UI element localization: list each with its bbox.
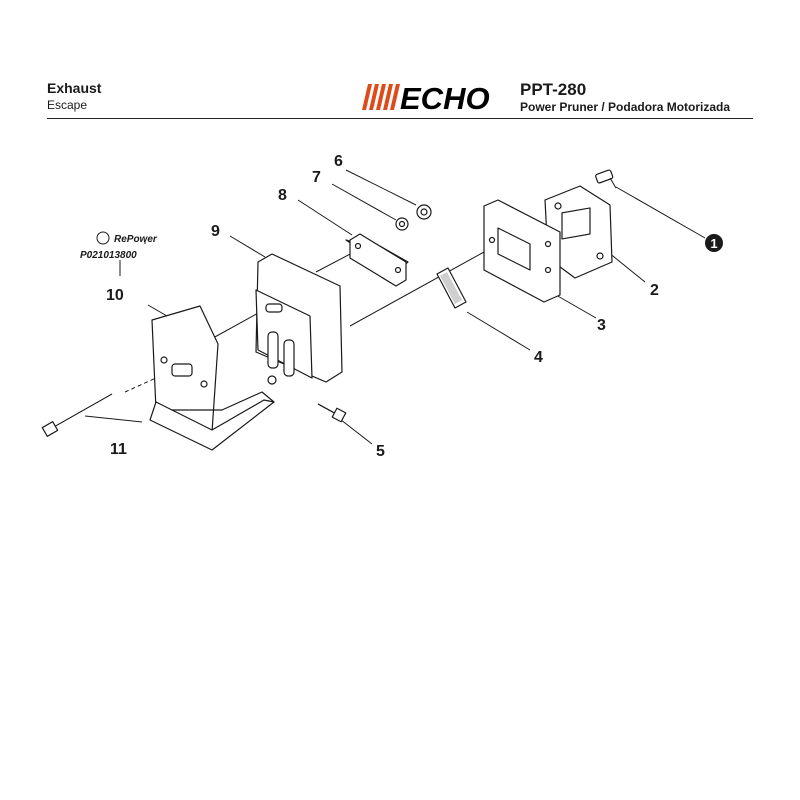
callout-11: 11 — [110, 441, 127, 458]
part-7-washer — [395, 217, 409, 231]
part-9-muffler — [255, 253, 343, 385]
callout-labels: 1 2 3 4 5 6 7 8 9 10 11 — [106, 153, 723, 460]
header-divider — [47, 118, 753, 119]
logo-wordmark: ECHO — [400, 82, 490, 112]
repower-badge-text: RePower — [114, 234, 158, 245]
callout-4: 4 — [534, 349, 543, 366]
section-title: Exhaust — [47, 80, 102, 96]
model-description: Power Pruner / Podadora Motorizada — [520, 100, 731, 114]
part-5-bolt — [317, 403, 347, 423]
callout-6: 6 — [334, 153, 343, 170]
part-4-screen — [436, 267, 467, 309]
part-2-gasket-plate — [544, 185, 613, 279]
part-6-nut — [416, 204, 432, 220]
repower-badge: RePower P021013800 — [80, 231, 158, 261]
part-1-screw — [595, 169, 617, 189]
part-11-bolt — [41, 393, 113, 437]
section-subtitle: Escape — [47, 98, 88, 112]
callout-3: 3 — [597, 317, 606, 334]
echo-logo: ECHO — [360, 81, 512, 116]
logo-stripes — [362, 84, 400, 110]
callout-2: 2 — [650, 282, 659, 299]
callout-1: 1 — [710, 236, 717, 251]
callout-10: 10 — [106, 287, 124, 304]
callout-8: 8 — [278, 187, 287, 204]
repower-part-number: P021013800 — [80, 250, 137, 261]
part-3-bracket — [483, 199, 561, 303]
part-8-plate — [345, 233, 409, 287]
part-10-heat-shield — [149, 305, 275, 451]
callout-1-marker — [705, 234, 723, 252]
callout-9: 9 — [211, 223, 220, 240]
callout-5: 5 — [376, 443, 385, 460]
model-number: PPT-280 — [520, 80, 587, 99]
callout-7: 7 — [312, 169, 321, 186]
